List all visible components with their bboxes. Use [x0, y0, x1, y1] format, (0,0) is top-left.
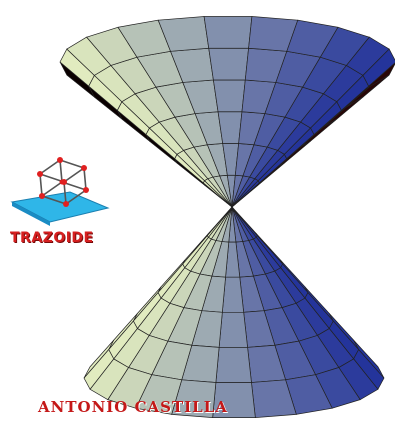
upper-cone-outer-surface: [59, 16, 395, 208]
logo-text: TRAZOIDE: [10, 230, 94, 246]
cone-facet: [218, 311, 248, 348]
author-signature: ANTONIO CASTILLA: [38, 398, 228, 416]
cone-facet: [212, 79, 246, 113]
cone-facet: [221, 276, 245, 313]
cone-facet: [203, 16, 253, 49]
cube-on-plane-icon: [10, 157, 110, 226]
cone-facet: [353, 339, 385, 379]
cone-facet: [362, 48, 395, 87]
cone-facet: [208, 47, 249, 81]
lower-cone-surface: [83, 206, 385, 418]
trazoide-logo: TRAZOIDE: [10, 150, 120, 250]
cone-facet: [83, 339, 115, 379]
cone-facet: [215, 347, 252, 383]
